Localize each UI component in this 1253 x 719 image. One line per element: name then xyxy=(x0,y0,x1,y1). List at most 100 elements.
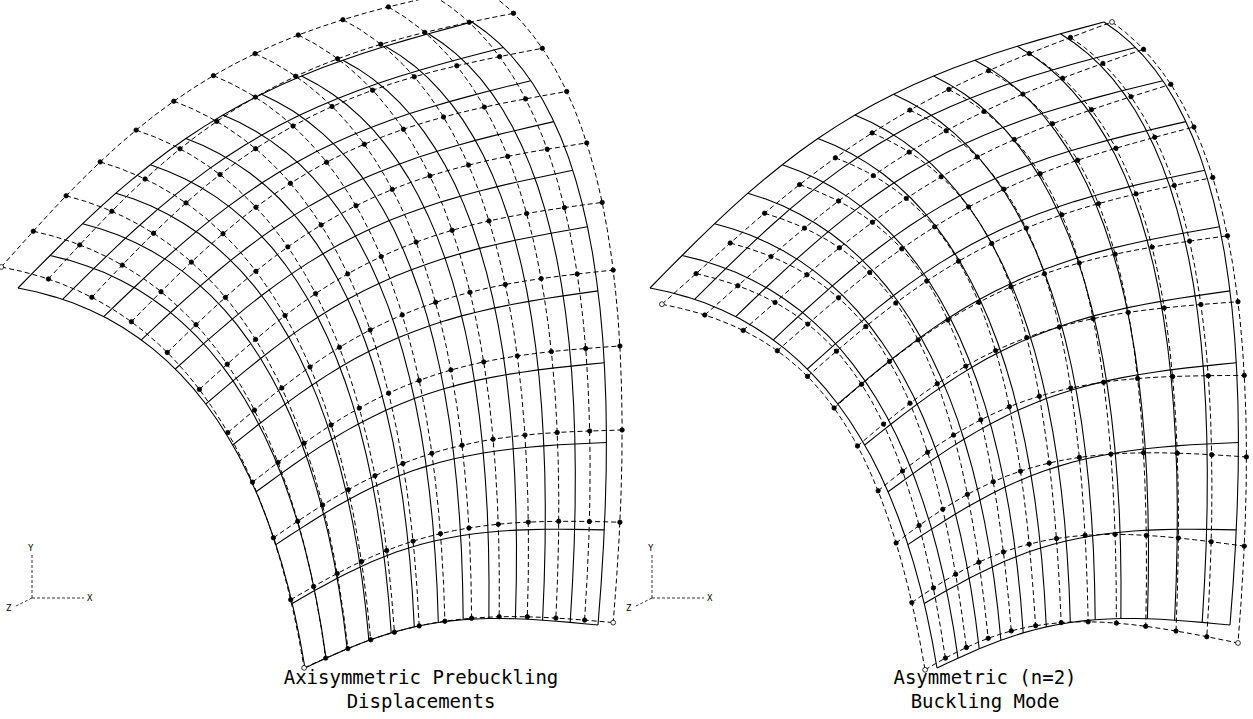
mesh-node-dot xyxy=(1024,226,1028,230)
mesh-node-dot xyxy=(335,57,339,61)
mesh-node-dot xyxy=(736,284,740,288)
mesh-node-dot xyxy=(467,20,471,24)
mesh-node-dot xyxy=(390,187,394,191)
mesh-node-dot xyxy=(993,348,997,352)
mesh-node-dot xyxy=(329,423,333,427)
mesh-node-dot xyxy=(1101,380,1105,384)
mesh-node-dot xyxy=(1025,335,1029,339)
mesh-node-dot xyxy=(496,522,500,526)
prebuckling-displaced-mesh xyxy=(388,7,558,618)
prebuckling-displaced-mesh xyxy=(298,35,499,617)
mesh-node-dot xyxy=(1187,239,1191,243)
mesh-node-dot xyxy=(392,630,396,634)
mesh-node-dot xyxy=(523,433,527,437)
mesh-node-dot xyxy=(64,194,68,198)
prebuckling-displaced-mesh xyxy=(214,76,445,622)
mesh-node-dot xyxy=(1126,310,1130,314)
mesh-node-dot xyxy=(833,156,837,160)
mesh-node-dot xyxy=(1060,213,1064,217)
figure-caption: Axisymmetric Prebuckling Displacements xyxy=(271,665,571,713)
axis-label: Y xyxy=(28,543,33,553)
undeformed-mesh xyxy=(429,34,576,623)
mesh-node-dot xyxy=(956,259,960,263)
mesh-node-dot xyxy=(1086,620,1090,624)
mesh-node-dot xyxy=(802,226,806,230)
undeformed-mesh xyxy=(715,224,980,649)
buckling-mode-mesh xyxy=(925,622,1238,670)
mesh-node-dot xyxy=(98,160,102,164)
mesh-node-dot xyxy=(582,618,586,622)
mesh-node-dot xyxy=(1175,451,1179,455)
mesh-node-dot xyxy=(1077,261,1081,265)
mesh-node-dot xyxy=(225,362,229,366)
buckling-mode-mesh xyxy=(872,133,1061,623)
mesh-node-dot xyxy=(443,619,447,623)
prebuckling-displaced-mesh xyxy=(273,430,622,538)
buckling-mode-mesh xyxy=(1029,54,1178,632)
mesh-node-dot xyxy=(1091,316,1095,320)
mesh-node-dot xyxy=(1077,455,1081,459)
buckling-mode-mesh xyxy=(777,127,1194,351)
mesh-node-dot xyxy=(503,282,507,286)
prebuckling-displaced-mesh xyxy=(92,48,543,297)
mesh-node-dot xyxy=(134,128,138,132)
axis-label: Z xyxy=(6,603,11,613)
mesh-node-dot xyxy=(1162,306,1166,310)
mesh-node-dot xyxy=(291,124,295,128)
mesh-node-dot xyxy=(324,656,328,660)
mesh-node-dot xyxy=(540,46,544,50)
mesh-node-dot xyxy=(769,254,773,258)
mesh-node-dot xyxy=(1007,405,1011,409)
mesh-node-dot xyxy=(868,270,872,274)
mesh-node-dot xyxy=(1054,536,1058,540)
mesh-node-dot xyxy=(215,119,219,123)
mesh-node-dot xyxy=(1059,620,1063,624)
mesh-node-dot xyxy=(401,127,405,131)
mesh-node-dot xyxy=(1110,20,1115,25)
mesh-node-dot xyxy=(482,105,486,109)
mesh-node-dot xyxy=(129,320,133,324)
mesh-node-dot xyxy=(1057,325,1061,329)
mesh-node-dot xyxy=(373,474,377,478)
mesh-node-dot xyxy=(400,313,404,317)
mesh-node-dot xyxy=(1002,187,1006,191)
undeformed-mesh xyxy=(650,22,1104,288)
mesh-node-dot xyxy=(904,196,908,200)
undeformed-mesh xyxy=(855,115,1070,623)
mesh-node-dot xyxy=(1135,376,1139,380)
axis-line xyxy=(634,598,652,607)
mesh-node-dot xyxy=(870,131,874,135)
mesh-node-dot xyxy=(925,279,929,283)
buckling-mode-mesh xyxy=(730,243,966,648)
mesh-node-dot xyxy=(151,231,155,235)
mesh-node-dot xyxy=(1083,533,1087,537)
mesh-node-dot xyxy=(497,615,501,619)
mesh-node-dot xyxy=(991,480,995,484)
mesh-node-dot xyxy=(346,646,350,650)
mesh-node-dot xyxy=(1141,451,1145,455)
mesh-node-dot xyxy=(511,11,515,15)
mesh-node-dot xyxy=(369,638,373,642)
prebuckling-displaced-mesh xyxy=(100,162,371,640)
axis-line xyxy=(652,598,704,599)
mesh-node-dot xyxy=(311,584,315,588)
buckling-mode-mesh xyxy=(1071,38,1212,637)
mesh-node-dot xyxy=(1150,245,1154,249)
mesh-node-dot xyxy=(941,507,945,511)
mesh-node-dot xyxy=(836,199,840,203)
undeformed-mesh xyxy=(343,60,517,619)
mesh-node-dot xyxy=(1068,35,1072,39)
undeformed-mesh xyxy=(937,619,1230,669)
mesh-node-dot xyxy=(1060,76,1064,80)
mesh-node-dot xyxy=(986,69,990,73)
mesh-node-dot xyxy=(1209,540,1213,544)
prebuckling-displaced-mesh xyxy=(174,101,419,626)
mesh-node-dot xyxy=(1027,542,1031,546)
mesh-node-dot xyxy=(1172,183,1176,187)
mesh-node-dot xyxy=(223,295,227,299)
mesh-node-dot xyxy=(1009,629,1013,633)
axis-label: Z xyxy=(626,603,631,613)
mesh-node-dot xyxy=(1037,394,1041,398)
mesh-node-dot xyxy=(1113,252,1117,256)
mesh-node-dot xyxy=(313,291,317,295)
